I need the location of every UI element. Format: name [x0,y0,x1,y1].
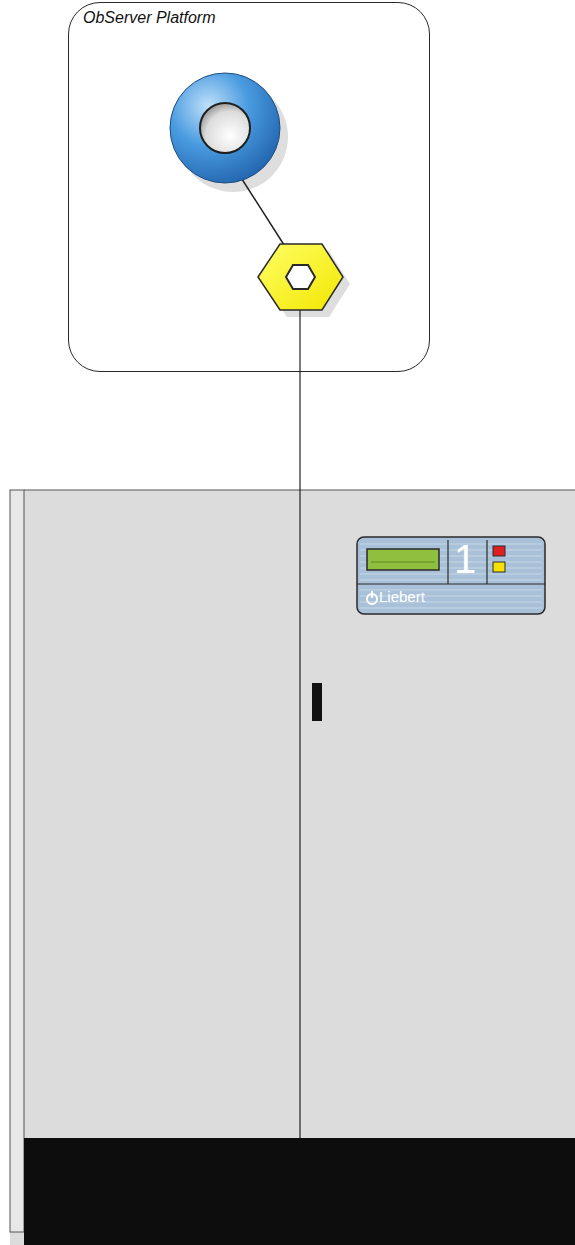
platform-box: ObServer Platform [68,2,430,372]
unit-number: 1 [454,537,476,581]
cabinet-box: 1Liebert [10,490,575,1245]
platform-title: ObServer Platform [83,9,215,27]
brand-label: Liebert [379,589,425,606]
connector-line [299,372,300,490]
